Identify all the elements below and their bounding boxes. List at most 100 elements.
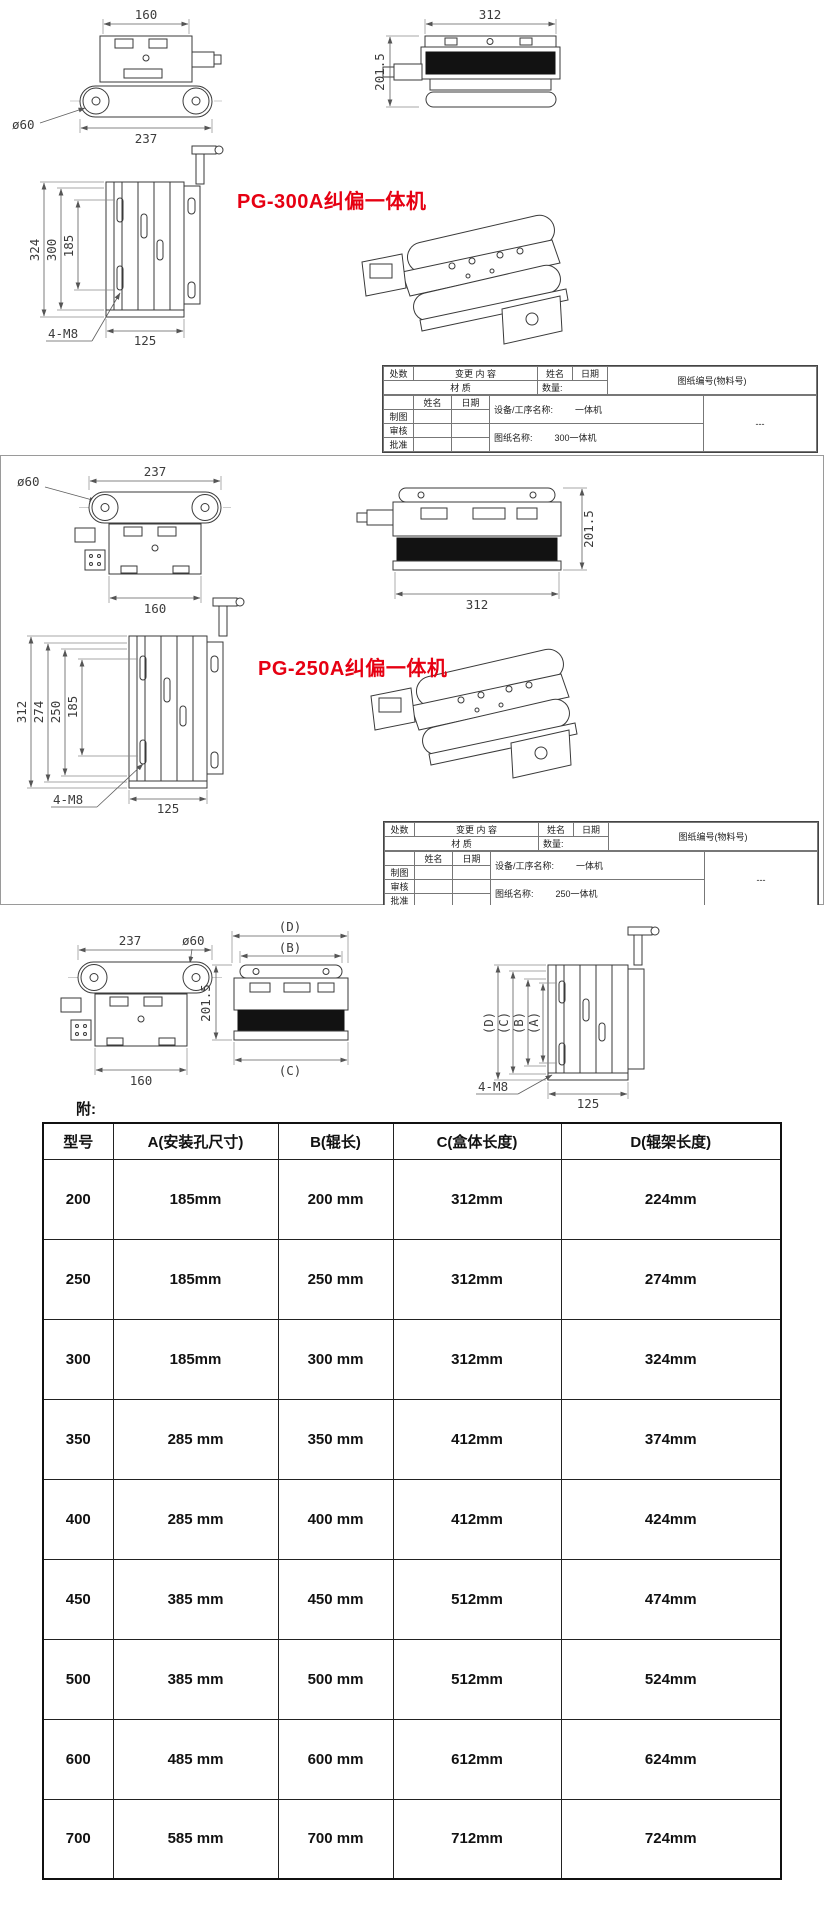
dim-width: 125 [134, 333, 157, 348]
spec-table-cell: 250 [42, 1238, 114, 1320]
tb-device-value: 一体机 [575, 405, 603, 415]
tb-device-name: 设备/工序名称: 一体机 [490, 851, 705, 880]
tb-empty-cell [413, 423, 452, 438]
tb-quantity-label: 数量: [537, 380, 608, 395]
dim-total-height: 312 [14, 701, 29, 724]
tb-drawing-no-label: 图纸编号(物料号) [607, 366, 817, 395]
spec-table-cell: 385 mm [112, 1638, 279, 1720]
s2-isometric-view [370, 648, 578, 779]
spec-table-cell: 300 mm [277, 1318, 394, 1400]
s3-side-view: (D) (B) 201.5 [198, 919, 349, 1078]
generic-drawing-canvas: 237 ø60 [60, 919, 660, 1111]
tb-drawing-name: 图纸名称:250一体机 [490, 879, 705, 908]
s1-side-view: 312 201.5 [372, 7, 561, 108]
tb-drawing-name-label: 图纸名称: [494, 433, 533, 443]
dim-height: 201.5 [581, 510, 596, 548]
spec-table-cell: 450 [42, 1558, 114, 1640]
dim-width: 312 [479, 7, 502, 22]
tb-drafted-label: 制图 [383, 409, 414, 424]
spec-table-cell: 312mm [392, 1158, 562, 1240]
spec-table-cell: 185mm [112, 1238, 279, 1320]
tb-material-label: 材 质 [384, 836, 539, 851]
spec-table-cell: 724mm [560, 1798, 782, 1880]
signature-table: 姓名 日期 设备/工序名称:一体机 --- 制图 审核 图纸名称 [383, 395, 817, 452]
tb-approved-label: 批准 [383, 437, 414, 452]
dim-body-width: 160 [135, 7, 158, 22]
dim-body-width: 160 [144, 601, 167, 616]
model-title-pg300a: PG-300A纠偏一体机 [237, 191, 427, 213]
spec-table-cell: 424mm [560, 1478, 782, 1560]
tb-drawing-name-value: 300一体机 [554, 433, 597, 443]
tb-empty-cell [451, 423, 490, 438]
pg300a-drawing-canvas: 160 237 ø60 [12, 7, 569, 348]
dim-roller-width: 237 [119, 933, 142, 948]
dim-D: (D) [279, 919, 302, 934]
spec-table-cell: 200 [42, 1158, 114, 1240]
tb-empty-cell [452, 879, 491, 894]
spec-table-cell: 712mm [392, 1798, 562, 1880]
dim-height: 201.5 [372, 53, 387, 91]
dim-A: (A) [526, 1012, 541, 1035]
tb-empty-cell [451, 437, 490, 452]
dim-hole-span: 185 [61, 235, 76, 258]
revision-table: 处数 变更 内 容 姓名 日期 图纸编号(物料号) 材 质 数量: [384, 822, 818, 851]
dim-hole-span: 185 [65, 696, 80, 719]
spec-table-cell: 612mm [392, 1718, 562, 1800]
tb-empty-cell [451, 409, 490, 424]
dim-width: 125 [157, 801, 180, 816]
tb-date-label: 日期 [573, 822, 609, 837]
dim-roller-dia: ø60 [12, 117, 35, 132]
dim-frame-height: 300 [44, 239, 59, 262]
tb-revisions-label: 处数 [384, 822, 415, 837]
s2-top-view: ø60 237 [17, 464, 231, 616]
tb-checked-label: 审核 [384, 879, 415, 894]
spec-table-cell: 600 mm [277, 1718, 394, 1800]
appendix-note: 附: [76, 1101, 96, 1118]
dim-B: (B) [279, 940, 302, 955]
spec-table-cell: 350 [42, 1398, 114, 1480]
s1-top-view: 160 237 ø60 [12, 7, 222, 146]
spec-table-cell: 224mm [560, 1158, 782, 1240]
s2-front-view: 312 274 250 185 125 4-M8 [14, 597, 245, 816]
spec-table-cell: 312mm [392, 1238, 562, 1320]
spec-table-cell: 400 [42, 1478, 114, 1560]
title-block-pg300a: 处数 变更 内 容 姓名 日期 图纸编号(物料号) 材 质 数量: [382, 365, 818, 453]
spec-table-cell: 700 mm [277, 1798, 394, 1880]
tb-right-mark: --- [703, 395, 817, 452]
spec-table-cell: 500 mm [277, 1638, 394, 1720]
tb-drawing-name-label: 图纸名称: [495, 889, 534, 899]
spec-table-cell: 600 [42, 1718, 114, 1800]
spec-table-cell: 485 mm [112, 1718, 279, 1800]
tb-quantity-label: 数量: [538, 836, 609, 851]
dim-B: (B) [511, 1012, 526, 1035]
s1-isometric-view [361, 214, 569, 345]
spec-table-header-cell: C(盒体长度) [392, 1122, 562, 1160]
model-title-pg250a: PG-250A纠偏一体机 [258, 658, 448, 680]
dim-body-width: 160 [130, 1073, 153, 1088]
tb-device-label: 设备/工序名称: [495, 861, 555, 871]
spec-table-cell: 512mm [392, 1558, 562, 1640]
spec-table-cell: 700 [42, 1798, 114, 1880]
spec-table-cell: 374mm [560, 1398, 782, 1480]
spec-table-header-cell: 型号 [42, 1122, 114, 1160]
spec-table-cell: 585 mm [112, 1798, 279, 1880]
tb-empty-cell [414, 879, 453, 894]
dim-roller-width: 237 [135, 131, 158, 146]
tb-device-value: 一体机 [576, 861, 604, 871]
dim-frame-height: 274 [31, 701, 46, 724]
tb-date-label: 日期 [452, 851, 491, 866]
tb-name-label: 姓名 [413, 395, 452, 410]
tb-drafted-label: 制图 [384, 865, 415, 880]
signature-table: 姓名 日期 设备/工序名称:一体机 --- 制图 审核 图纸名称 [384, 851, 818, 908]
dim-D: (D) [481, 1012, 496, 1035]
tb-date-label: 日期 [451, 395, 490, 410]
spec-table-cell: 285 mm [112, 1398, 279, 1480]
dim-roller-width: 237 [144, 464, 167, 479]
sheet-pg300a: 160 237 ø60 [0, 0, 824, 455]
tb-change-content-label: 变更 内 容 [414, 822, 539, 837]
spec-table-header-cell: A(安装孔尺寸) [112, 1122, 279, 1160]
tb-device-label: 设备/工序名称: [494, 405, 554, 415]
